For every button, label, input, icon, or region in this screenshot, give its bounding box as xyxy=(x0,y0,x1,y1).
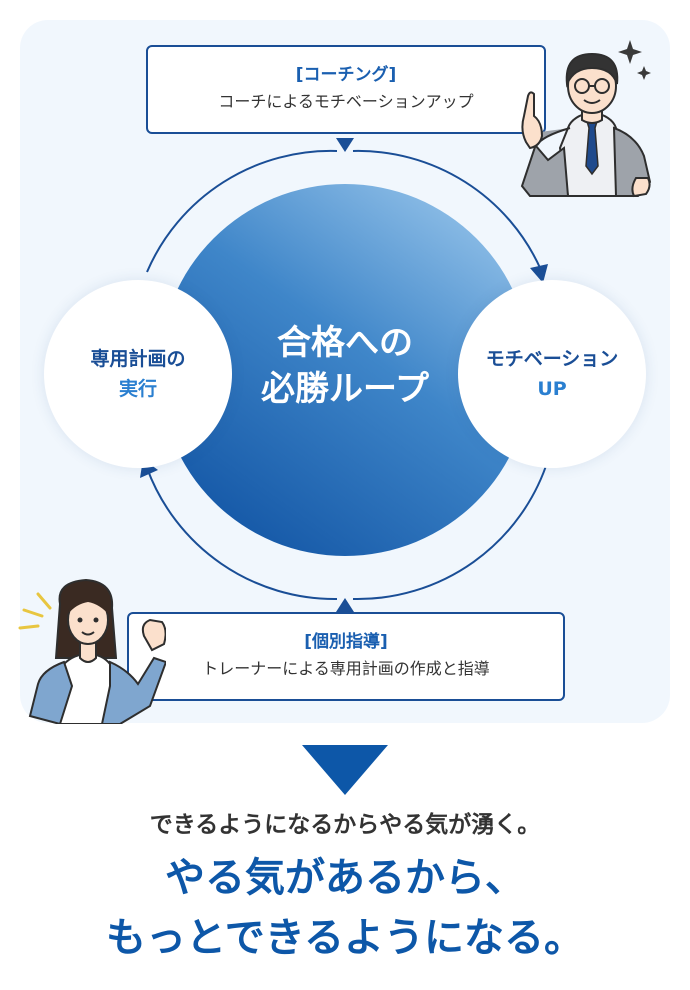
sparkle-icon xyxy=(618,40,642,64)
arrowhead-right xyxy=(530,264,548,283)
arrowhead-bottom xyxy=(336,598,354,612)
businesswoman-fist-illustration xyxy=(18,578,166,724)
loop-title-line1: 合格への xyxy=(277,323,413,363)
coaching-desc: コーチによるモチベーションアップ xyxy=(218,92,474,111)
sparkle-icon xyxy=(637,66,651,80)
node-plan-execution: 専用計画の 実行 xyxy=(44,280,232,468)
loop-title-line2: 必勝ループ xyxy=(261,369,429,409)
headline-line1: やる気があるから、 xyxy=(165,855,525,901)
summary-lead: できるようになるからやる気が湧く。 xyxy=(149,812,541,838)
individual-guidance-box: [個別指導] トレーナーによる専用計画の作成と指導 xyxy=(127,612,565,701)
coaching-box: [コーチング] コーチによるモチベーションアップ xyxy=(146,45,546,134)
down-triangle-icon xyxy=(302,745,388,795)
individual-title: [個別指導] xyxy=(304,632,388,652)
arrowhead-top xyxy=(336,138,354,152)
node-plan-line2: 実行 xyxy=(118,378,157,400)
cycle-arrows xyxy=(140,138,549,612)
coaching-title: [コーチング] xyxy=(295,65,397,85)
node-plan-line1: 専用計画の xyxy=(90,348,186,370)
individual-desc: トレーナーによる専用計画の作成と指導 xyxy=(202,659,490,678)
summary-headline: やる気があるから、 もっとできるようになる。 xyxy=(0,848,690,968)
node-motivation-line2: UP xyxy=(537,378,567,400)
loop-title: 合格への 必勝ループ xyxy=(159,320,531,412)
headline-line2: もっとできるようになる。 xyxy=(106,915,584,961)
node-motivation-up: モチベーション UP xyxy=(458,280,646,468)
node-motivation-line1: モチベーション xyxy=(485,348,619,370)
businessman-pointing-illustration xyxy=(520,40,652,198)
